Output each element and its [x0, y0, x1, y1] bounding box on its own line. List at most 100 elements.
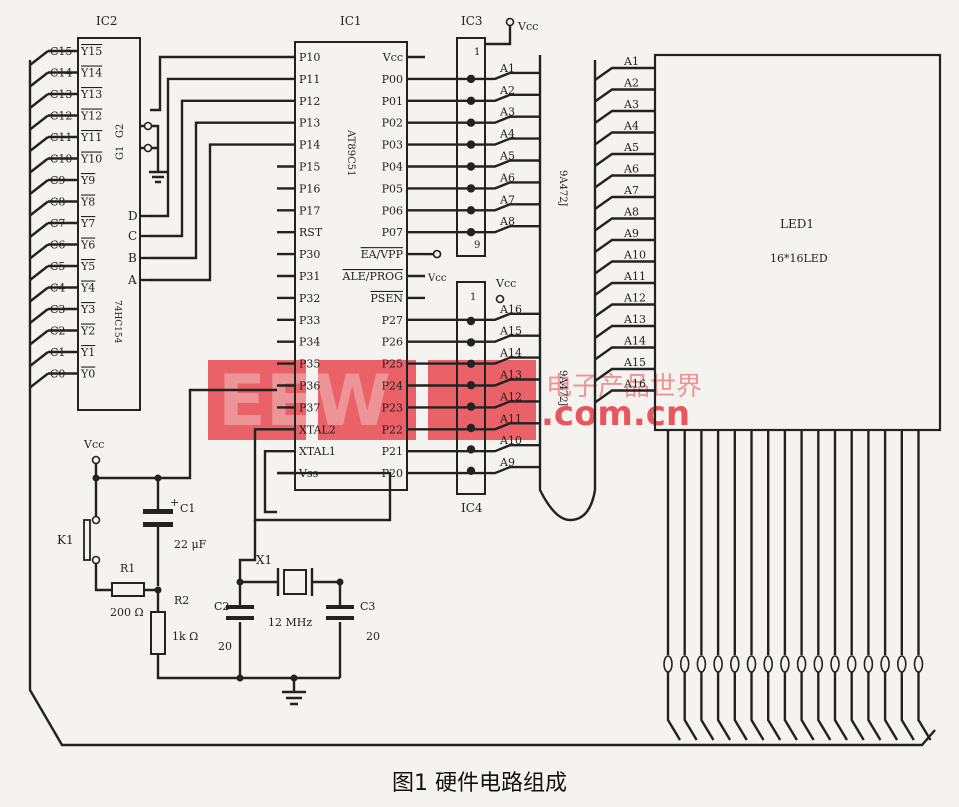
ic3-resistor	[466, 162, 476, 171]
row-wire-bottom	[425, 400, 540, 409]
ic1-pin-p16: P16	[299, 182, 320, 195]
col-label-c7: C7	[50, 217, 65, 230]
r1-value: 200 Ω	[110, 606, 144, 619]
led-col-resistor	[763, 655, 774, 673]
ic4-body	[456, 281, 486, 495]
ic1-pin-vcc: Vcc	[382, 51, 403, 64]
led-col-resistor	[696, 655, 707, 673]
rst-route	[158, 388, 277, 480]
row-wire-top	[425, 181, 540, 190]
led-row-wire	[594, 389, 655, 404]
row-wire-bottom	[425, 465, 540, 475]
bus-entry	[29, 265, 49, 281]
led-row-a8: A8	[623, 206, 639, 219]
column-bus	[28, 60, 936, 747]
led-row-a11: A11	[623, 270, 646, 283]
led-row-wire	[594, 152, 655, 167]
ic1-pin-p06: P06	[382, 204, 403, 217]
led-col-wire	[783, 672, 798, 741]
ground-rail	[156, 654, 340, 680]
led-row-a4: A4	[623, 120, 639, 133]
led-row-a3: A3	[623, 98, 639, 111]
c2-value: 20	[218, 640, 232, 653]
col-label-c12: C12	[50, 110, 72, 123]
ic1-pin-p23: P23	[382, 401, 403, 414]
bus-entry	[29, 114, 49, 131]
ic2-out-y0: Y0	[80, 368, 95, 381]
led-row-a5: A5	[623, 141, 639, 154]
row-top-a6: A6	[499, 171, 515, 184]
bus-entry	[29, 329, 49, 346]
ground-symbol	[282, 690, 306, 706]
row-bus	[538, 55, 597, 522]
vcc-label-ic3: Vcc	[517, 20, 538, 33]
led-row-wire	[594, 281, 655, 296]
row-wire-top	[425, 225, 540, 234]
ic3-pin1: 1	[474, 47, 480, 58]
bus-entry	[29, 136, 49, 152]
led-row-a13: A13	[623, 313, 646, 326]
led-col-resistor	[880, 655, 890, 673]
p14-wire	[150, 143, 277, 282]
x1-label: X1	[256, 553, 272, 567]
led-row-a12: A12	[623, 292, 646, 305]
vcc-terminal-ic4	[495, 294, 505, 304]
ic3-resistor	[466, 140, 476, 149]
led-col-wire	[767, 672, 782, 741]
led-row-wire	[594, 88, 655, 103]
ic4-resistor	[466, 423, 476, 433]
led-row-wire	[594, 324, 655, 339]
watermark-url: .com.cn	[541, 394, 690, 434]
bus-entry	[29, 243, 49, 260]
row-wire-bottom	[425, 422, 540, 431]
led-col-resistor	[830, 655, 840, 673]
ic1-pin-p14: P14	[299, 139, 320, 152]
led-row-wire	[594, 367, 655, 382]
ic2-in-a: A	[127, 273, 137, 287]
c3-plate	[326, 605, 354, 609]
c1-plate-top	[143, 509, 173, 514]
ic1-pin-rst: RST	[299, 226, 323, 239]
row-wire-bottom	[425, 378, 540, 387]
col-label-c1: C1	[50, 346, 65, 359]
ic3-ref: IC3	[461, 14, 483, 28]
ic1-pin-p00: P00	[382, 73, 403, 86]
ic3-resistor	[466, 74, 476, 84]
p12-wire	[150, 99, 277, 238]
k1-label: K1	[57, 533, 74, 547]
col-label-c4: C4	[50, 282, 65, 295]
bus-entry	[29, 351, 49, 367]
led-row-a15: A15	[623, 356, 646, 369]
led-row-wire	[594, 66, 655, 81]
c2-plate	[226, 605, 254, 609]
ic1-pin-p26: P26	[382, 336, 403, 349]
row-wire-bottom	[425, 356, 540, 365]
row-wire-top	[425, 93, 540, 102]
led-col-wire	[850, 672, 865, 741]
wires	[28, 26, 936, 747]
led-col-wire	[917, 672, 932, 741]
ic2-part: 74HC154	[112, 300, 122, 344]
ic1-pin-eavpp: EA/VPP	[361, 248, 404, 261]
row-bottom-a16: A16	[499, 303, 522, 316]
ic1-pin-p25: P25	[382, 358, 403, 371]
ic2-out-y3: Y3	[80, 303, 95, 316]
row-top-a5: A5	[499, 150, 515, 163]
ic1-pin-p20: P20	[382, 467, 403, 480]
junction-dot	[154, 586, 162, 594]
bus-entry	[29, 157, 49, 174]
enable-ground-wire	[140, 124, 160, 172]
col-label-c10: C10	[50, 153, 72, 166]
junction-dot	[154, 474, 162, 482]
ic1-pin-p24: P24	[382, 380, 403, 393]
junction-dot	[236, 674, 244, 682]
bus-entry	[29, 50, 49, 66]
vcc-terminal-reset	[91, 455, 101, 465]
watermark-block-e2	[318, 360, 416, 440]
led-row-wire	[594, 109, 655, 124]
xtal-route	[238, 520, 257, 582]
p13-wire	[150, 121, 277, 260]
led-col-resistor	[796, 655, 807, 673]
